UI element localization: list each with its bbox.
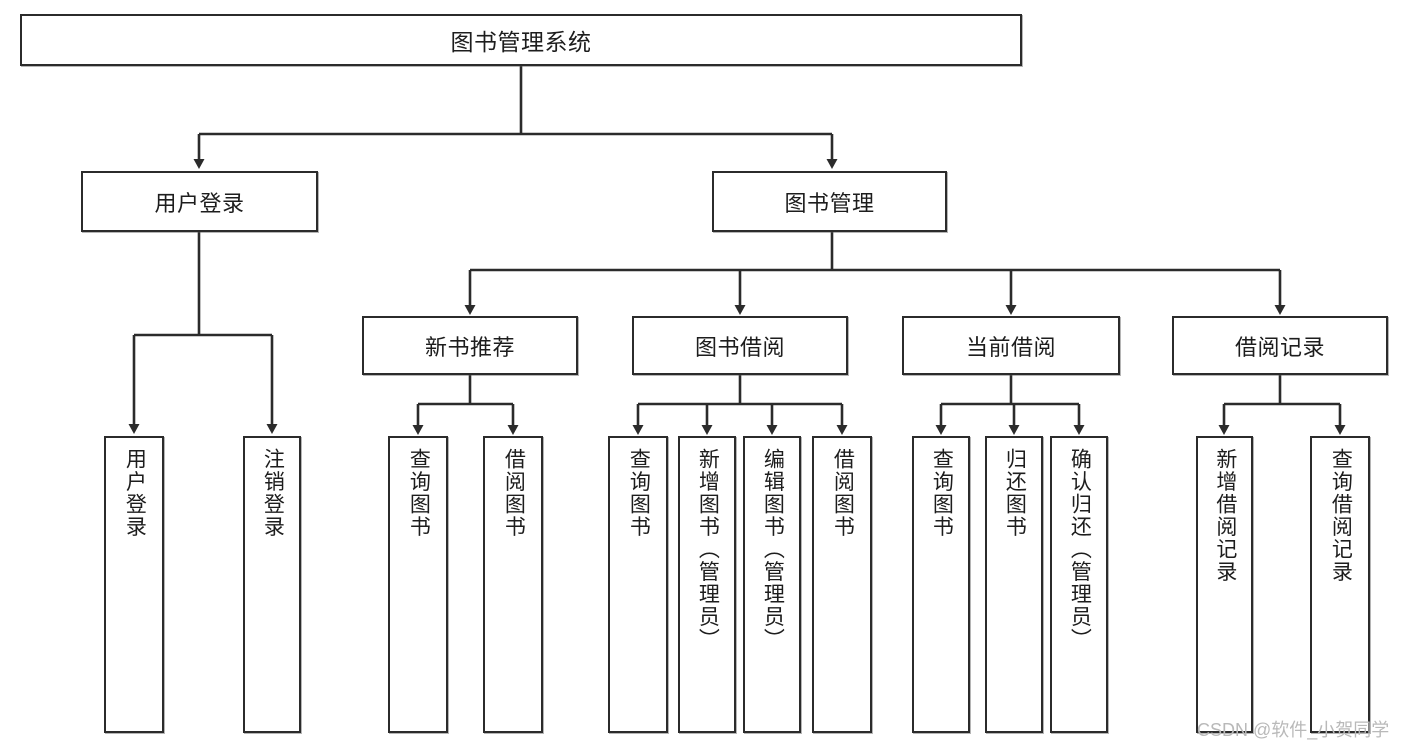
edge-group-book-management [464, 232, 1286, 315]
node-leaf-return-book[interactable]: 归还图书 [985, 436, 1043, 733]
edge-group-root [193, 66, 838, 169]
edge-group-current-borrow [935, 375, 1085, 435]
node-leaf-confirm-return-admin[interactable]: 确认归还（管理员） [1050, 436, 1108, 733]
node-leaf-add-borrow-record[interactable]: 新增借阅记录 [1196, 436, 1253, 733]
node-leaf-user-login-label: 用户登录 [123, 448, 147, 538]
node-leaf-add-borrow-record-label: 新增借阅记录 [1213, 448, 1237, 583]
node-leaf-query-book-3[interactable]: 查询图书 [912, 436, 970, 733]
node-new-book-recommend[interactable]: 新书推荐 [362, 316, 578, 375]
node-leaf-edit-book-admin[interactable]: 编辑图书（管理员） [743, 436, 801, 733]
edge-group-user-login [128, 232, 278, 434]
node-leaf-query-book-2-label: 查询图书 [627, 448, 651, 538]
node-leaf-borrow-book-1[interactable]: 借阅图书 [483, 436, 543, 733]
node-current-borrow-label: 当前借阅 [965, 334, 1056, 360]
node-leaf-user-logout-label: 注销登录 [261, 448, 285, 538]
node-leaf-query-book-1-label: 查询图书 [407, 448, 431, 538]
node-leaf-borrow-book-1-label: 借阅图书 [502, 448, 526, 538]
node-book-management[interactable]: 图书管理 [712, 171, 947, 232]
node-leaf-confirm-return-admin-label: 确认归还（管理员） [1068, 448, 1092, 651]
edge-group-borrow-record [1218, 375, 1346, 435]
node-book-borrow-label: 图书借阅 [694, 334, 785, 360]
csdn-watermark: CSDN @软件_小贺同学 [1197, 720, 1390, 740]
node-leaf-query-book-3-label: 查询图书 [930, 448, 954, 538]
node-borrow-record-label: 借阅记录 [1234, 334, 1325, 360]
node-leaf-borrow-book-2-label: 借阅图书 [831, 448, 855, 538]
node-root-label: 图书管理系统 [450, 29, 592, 55]
node-user-login-label: 用户登录 [154, 190, 245, 216]
node-leaf-query-book-1[interactable]: 查询图书 [388, 436, 448, 733]
node-leaf-add-book-admin[interactable]: 新增图书（管理员） [678, 436, 736, 733]
node-user-login[interactable]: 用户登录 [81, 171, 318, 232]
node-root[interactable]: 图书管理系统 [20, 14, 1022, 66]
node-leaf-borrow-book-2[interactable]: 借阅图书 [812, 436, 872, 733]
edge-group-new-book-recommend [412, 375, 519, 435]
node-borrow-record[interactable]: 借阅记录 [1172, 316, 1388, 375]
node-leaf-add-book-admin-label: 新增图书（管理员） [696, 448, 720, 651]
node-leaf-user-logout[interactable]: 注销登录 [243, 436, 301, 733]
node-current-borrow[interactable]: 当前借阅 [902, 316, 1120, 375]
node-new-book-recommend-label: 新书推荐 [424, 334, 515, 360]
node-book-borrow[interactable]: 图书借阅 [632, 316, 848, 375]
node-leaf-edit-book-admin-label: 编辑图书（管理员） [761, 448, 785, 651]
node-book-management-label: 图书管理 [784, 190, 875, 216]
node-leaf-user-login[interactable]: 用户登录 [104, 436, 164, 733]
edge-group-book-borrow [632, 375, 848, 435]
node-leaf-query-book-2[interactable]: 查询图书 [608, 436, 668, 733]
node-leaf-query-borrow-record-label: 查询借阅记录 [1329, 448, 1353, 583]
node-leaf-return-book-label: 归还图书 [1003, 448, 1027, 538]
node-leaf-query-borrow-record[interactable]: 查询借阅记录 [1310, 436, 1370, 733]
